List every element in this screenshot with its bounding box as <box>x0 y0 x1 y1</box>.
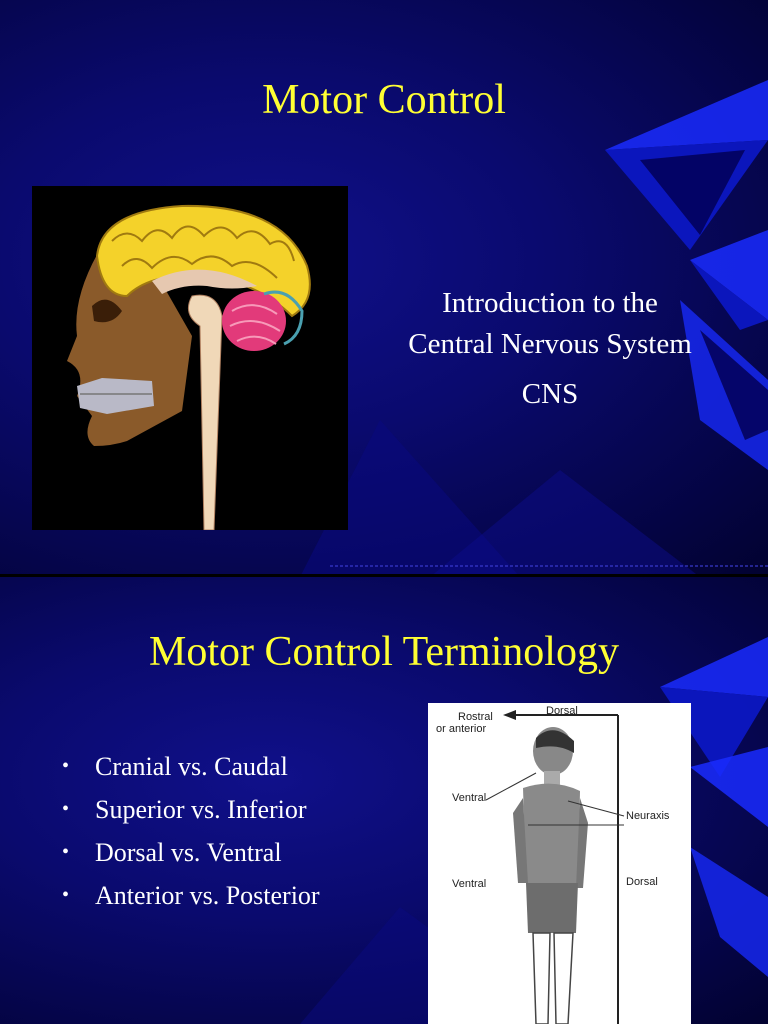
slide-1-title: Motor Control <box>262 77 506 123</box>
label-dorsal-top: Dorsal <box>546 705 578 717</box>
brain-skull-image <box>32 186 348 531</box>
slide-2-title: Motor Control Terminology <box>149 629 619 675</box>
label-ventral-lower: Ventral <box>452 878 487 890</box>
slide-1: Motor Control Introduction to the Centra… <box>0 0 768 577</box>
bullet-glyph: • <box>62 755 70 777</box>
subtitle-line-3: CNS <box>521 378 579 410</box>
bullet-glyph: • <box>62 841 70 863</box>
body-axes-diagram: Dorsal Rostral or anterior Ventral Neura… <box>428 703 691 1024</box>
list-item: • Anterior vs. Posterior <box>62 874 320 917</box>
list-item: • Dorsal vs. Ventral <box>62 831 320 874</box>
human-figure-illustration <box>485 710 625 1024</box>
label-ventral-upper: Ventral <box>452 792 487 804</box>
list-item: • Superior vs. Inferior <box>62 788 320 831</box>
sagittal-brain-illustration <box>67 204 311 531</box>
list-item: • Cranial vs. Caudal <box>62 745 320 788</box>
subtitle-line-2: Central Nervous System <box>408 328 692 360</box>
bullet-text: Anterior vs. Posterior <box>95 881 320 910</box>
label-neuraxis: Neuraxis <box>626 810 670 822</box>
subtitle-line-1: Introduction to the <box>442 287 658 319</box>
label-or-anterior: or anterior <box>436 723 487 735</box>
label-dorsal-lower: Dorsal <box>626 876 658 888</box>
bullet-text: Superior vs. Inferior <box>95 795 307 824</box>
bullet-glyph: • <box>62 884 70 906</box>
terminology-bullet-list: • Cranial vs. Caudal • Superior vs. Inferi… <box>62 745 320 917</box>
bullet-text: Dorsal vs. Ventral <box>95 838 282 867</box>
bullet-text: Cranial vs. Caudal <box>95 752 288 781</box>
bullet-glyph: • <box>62 798 70 820</box>
label-rostral: Rostral <box>458 711 493 723</box>
slide-separator <box>0 574 768 578</box>
